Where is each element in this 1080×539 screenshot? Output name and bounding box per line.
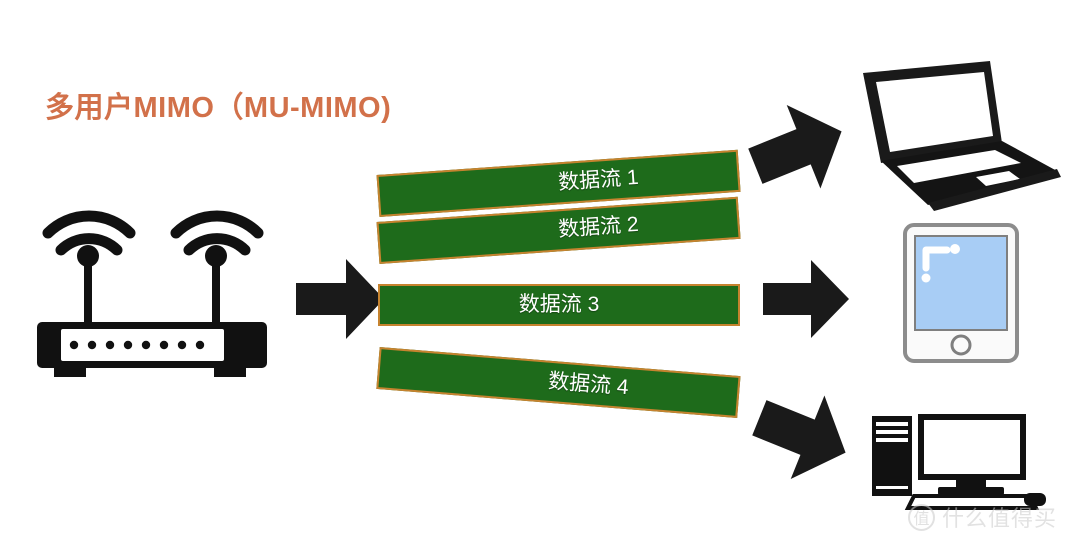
desktop-computer-icon <box>852 398 1050 513</box>
watermark-badge-icon: 值 <box>908 503 935 531</box>
watermark: 值 什么值得买 <box>908 499 1074 535</box>
watermark-text: 什么值得买 <box>942 506 1058 531</box>
data-stream-2-label: 数据流 2 <box>557 212 640 241</box>
tablet-icon <box>902 222 1020 364</box>
laptop-icon <box>845 55 1071 213</box>
arrow-to-desktop-icon <box>737 371 866 499</box>
data-stream-4-label: 数据流 4 <box>547 369 630 399</box>
arrow-right-icon <box>294 257 386 341</box>
router-icon <box>28 198 294 388</box>
data-stream-4: 数据流 4 <box>376 347 741 418</box>
page-title: 多用户MIMO（MU-MIMO) <box>45 92 392 124</box>
arrow-to-tablet-icon <box>760 258 852 340</box>
data-stream-3: 数据流 3 <box>378 284 740 326</box>
arrow-to-laptop-icon <box>733 85 862 213</box>
data-stream-3-label: 数据流 3 <box>518 292 600 316</box>
data-stream-1-label: 数据流 1 <box>557 165 640 194</box>
